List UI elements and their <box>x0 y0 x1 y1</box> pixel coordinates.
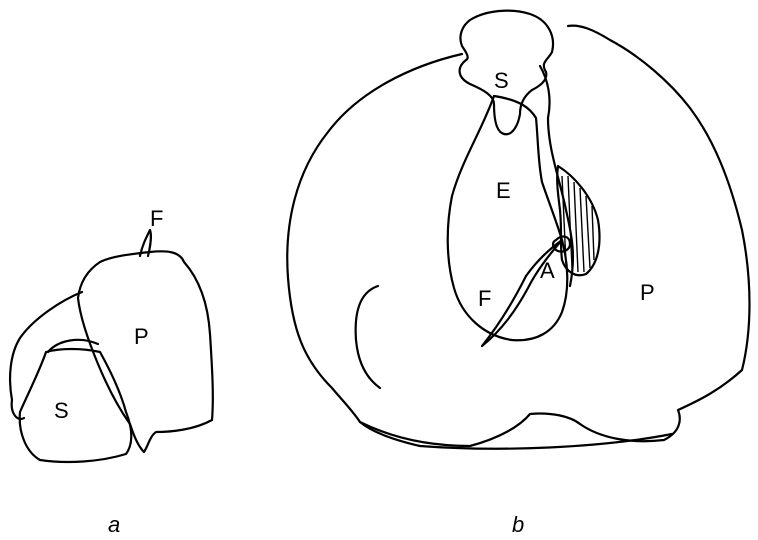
drawing-a-label-s: S <box>54 398 69 423</box>
drawing-b-label-e: E <box>496 178 511 203</box>
drawing-b-label-a: A <box>540 258 555 283</box>
drawing-b-caption: b <box>512 512 524 537</box>
drawing-a-caption: a <box>108 512 120 537</box>
drawing-b-left-inner-bulge <box>356 286 380 388</box>
drawing-b-label-p: P <box>640 280 655 305</box>
drawing-a-s-lobe <box>20 349 132 462</box>
drawing-a-label-f: F <box>150 206 163 231</box>
drawing-a-back-hump <box>10 292 82 419</box>
drawing-a-label-p: P <box>134 324 149 349</box>
drawing-a <box>10 230 213 462</box>
drawing-b-label-s: S <box>494 68 509 93</box>
drawing-b-body-outline <box>287 26 749 446</box>
drawing-b-label-f: F <box>478 286 491 311</box>
drawing-b <box>287 11 749 449</box>
